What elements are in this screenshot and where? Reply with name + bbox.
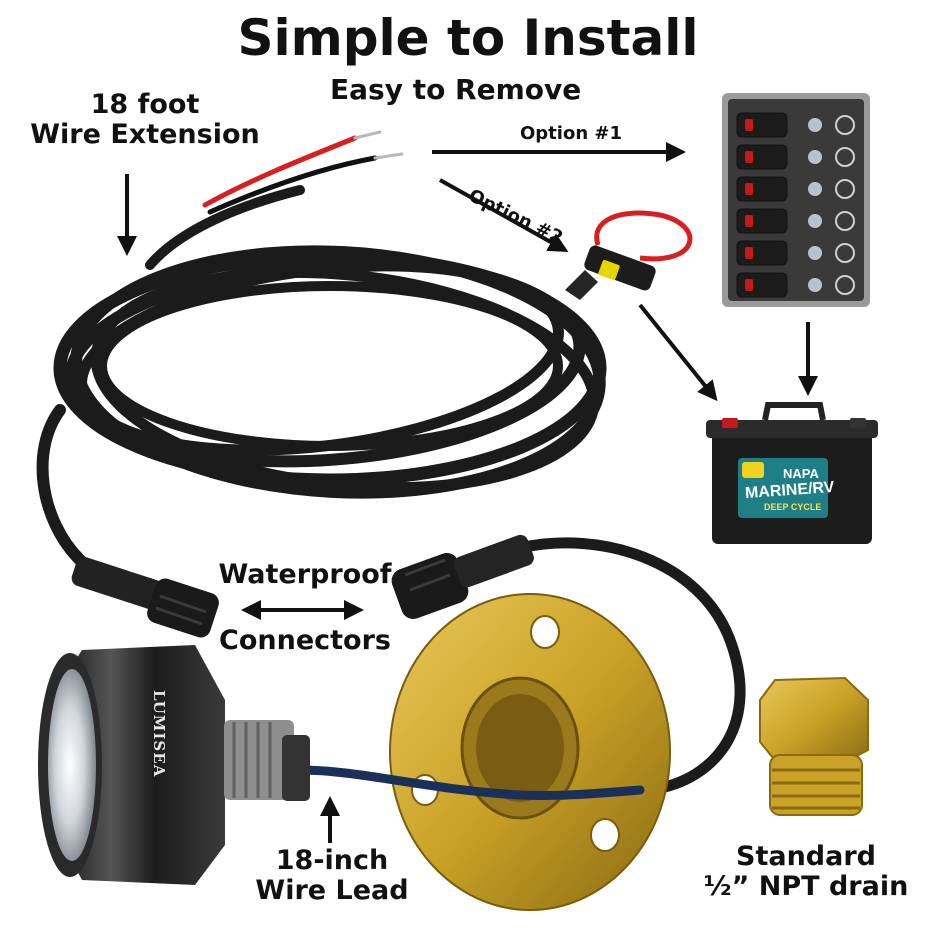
switch-panel [722, 93, 870, 307]
connector-left [71, 556, 219, 638]
arrows [117, 142, 818, 843]
wire-ends [202, 130, 404, 215]
fuse-holder [565, 210, 693, 300]
label-wire-extension: 18 foot Wire Extension [20, 89, 270, 151]
label-connectors: Connectors [219, 625, 391, 656]
label-npt-drain-line1: Standard [736, 841, 876, 872]
label-npt-drain-line2: ½” NPT drain [703, 871, 909, 903]
battery-brand: NAPA [783, 466, 819, 481]
battery [706, 402, 878, 544]
brass-flange [389, 593, 671, 911]
drain-plug [759, 676, 869, 816]
label-wire-extension-line2: Wire Extension [30, 119, 260, 151]
label-wire-lead: 18-inch Wire Lead [232, 845, 432, 907]
battery-type: DEEP CYCLE [764, 502, 822, 512]
light-brand-logo: LUMISEA [150, 690, 168, 778]
underwater-light [38, 645, 310, 885]
label-wire-extension-line1: 18 foot [90, 89, 200, 120]
label-wire-lead-line1: 18-inch [275, 845, 389, 876]
arrow-right-icon [439, 178, 569, 252]
connector-right [391, 534, 746, 796]
lead-wire [295, 765, 645, 801]
label-npt-drain: Standard ½” NPT drain [686, 841, 926, 903]
label-waterproof: Waterproof [218, 559, 392, 590]
label-wire-lead-line2: Wire Lead [255, 875, 409, 907]
page-subtitle: Easy to Remove [330, 73, 582, 106]
label-option-1: Option #1 [520, 123, 623, 144]
arrow-down-icon [638, 303, 718, 402]
page-title: Simple to Install [237, 9, 699, 67]
